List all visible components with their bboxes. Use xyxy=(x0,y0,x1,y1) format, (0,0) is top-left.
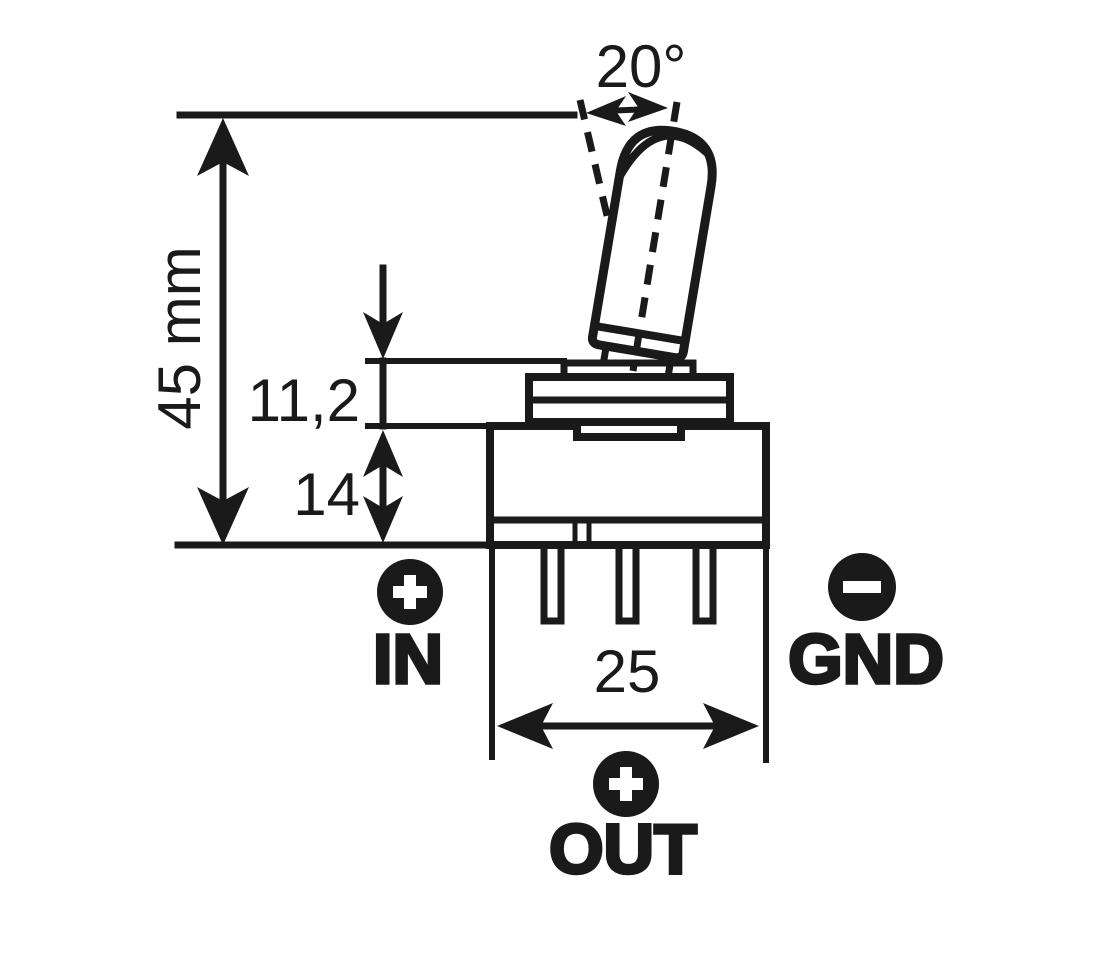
terminal-pin xyxy=(540,549,565,625)
terminal-out-label: OUT xyxy=(549,810,697,888)
arrowhead-down-icon xyxy=(363,496,403,543)
lever-neck-line xyxy=(599,342,611,366)
lever-assembly xyxy=(576,99,717,377)
arrowhead-down-icon xyxy=(363,312,403,359)
body-width-label: 25 xyxy=(594,638,661,705)
arrowhead-up-icon xyxy=(363,430,403,477)
dimension-body-width: 25 xyxy=(489,546,769,763)
terminal-gnd-label: GND xyxy=(788,620,944,698)
arrowhead-right-icon xyxy=(703,703,759,749)
dimension-body-height: 14 xyxy=(293,430,403,543)
upper-section-label: 11,2 xyxy=(248,367,360,434)
lever-centerline-dashed xyxy=(629,101,681,372)
overall-height-label: 45 mm xyxy=(146,246,213,429)
terminal-pin xyxy=(692,549,717,625)
plus-glyph xyxy=(393,575,427,609)
terminal-in-label: IN xyxy=(373,620,443,698)
terminal-gnd: GND xyxy=(786,553,946,700)
lever-neck-line xyxy=(664,352,676,377)
dimension-upper-section: 11,2 xyxy=(248,264,567,434)
arrowhead-left-icon xyxy=(497,703,553,749)
arrowhead-right-icon xyxy=(628,92,668,122)
terminal-in: IN xyxy=(371,559,445,700)
plus-glyph xyxy=(609,767,643,801)
terminal-out: OUT xyxy=(547,751,699,890)
arrowhead-down-icon xyxy=(197,487,249,545)
switch-drawing xyxy=(486,359,770,625)
body-height-label: 14 xyxy=(293,461,360,528)
switch-body xyxy=(486,422,770,549)
terminal-pin xyxy=(615,549,640,625)
dimension-overall-height: 45 mm xyxy=(146,111,578,549)
dimension-swing-angle: 20° xyxy=(586,33,686,126)
lever-tip-swing-arc xyxy=(616,131,710,180)
swing-angle-label: 20° xyxy=(596,33,687,100)
arrowhead-up-icon xyxy=(197,118,249,176)
arrowhead-left-icon xyxy=(586,96,626,126)
